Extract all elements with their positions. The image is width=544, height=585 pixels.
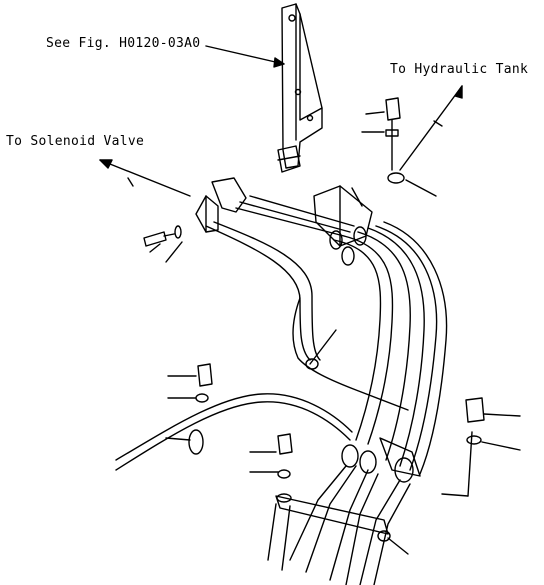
reference-leader xyxy=(205,45,285,68)
bolt-left xyxy=(143,225,183,263)
support-hose xyxy=(292,297,409,411)
to-solenoid-valve-label: To Solenoid Valve xyxy=(6,134,145,149)
lower-left-line xyxy=(115,363,353,471)
hydraulic-tank-arrow xyxy=(399,85,463,171)
clamp-bracket-left xyxy=(195,177,247,233)
hose-bundle xyxy=(205,195,448,475)
solenoid-valve-arrow xyxy=(99,159,191,197)
bolt-lower-right xyxy=(441,397,521,497)
hose-clamp-lower xyxy=(267,437,421,585)
bolt-lower-middle xyxy=(249,433,293,479)
hose-clamp-upper xyxy=(313,185,373,266)
figure-reference-label: See Fig. H0120-03A0 xyxy=(46,36,201,51)
bolt-upper-right xyxy=(351,97,437,207)
mounting-bracket xyxy=(277,3,323,173)
to-hydraulic-tank-label: To Hydraulic Tank xyxy=(390,62,529,77)
